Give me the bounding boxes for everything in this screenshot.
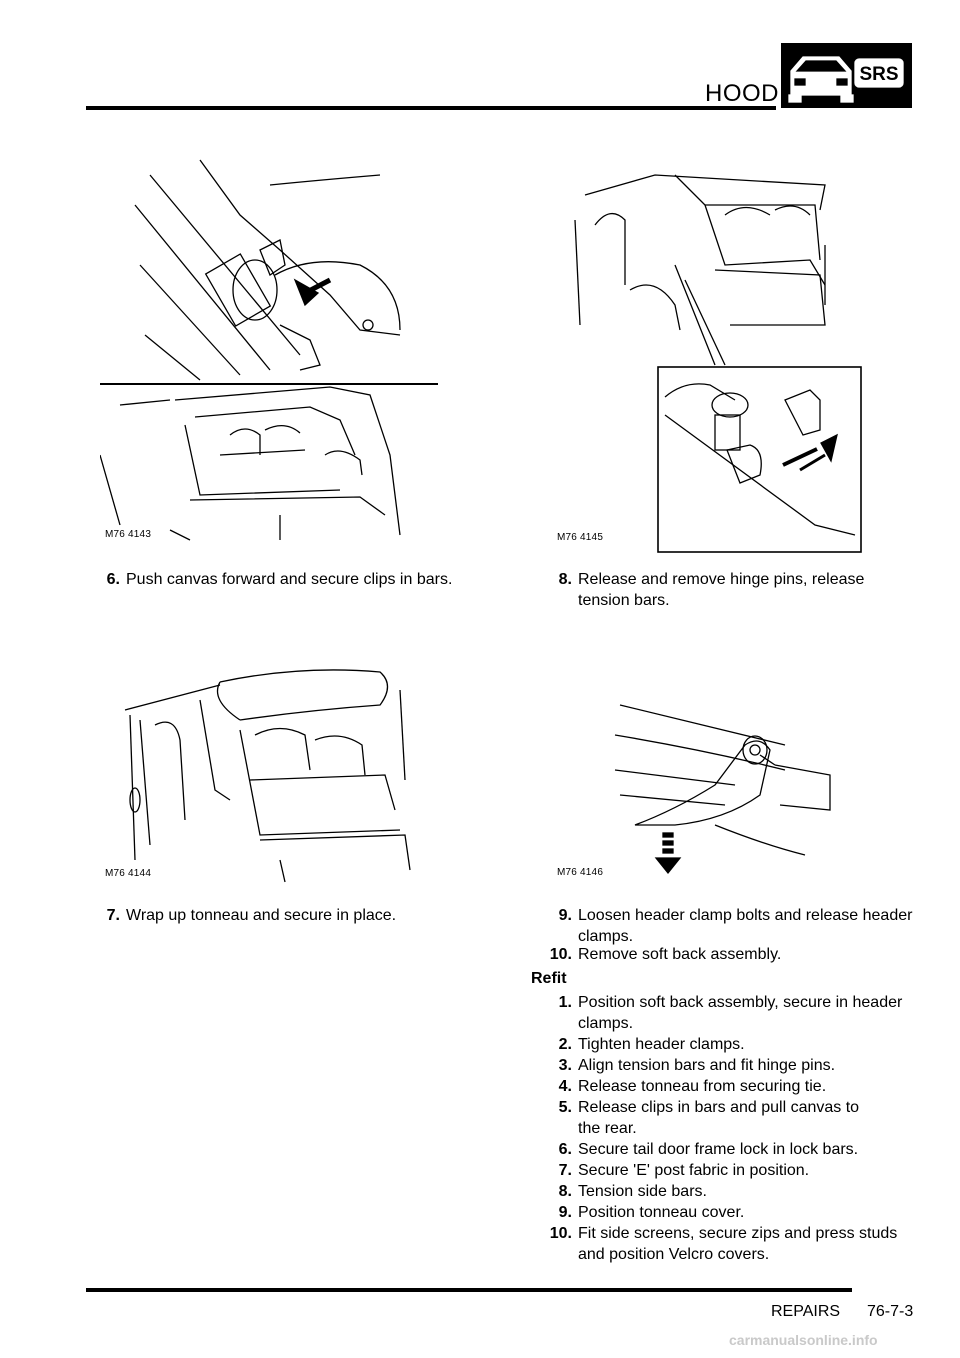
hinge-pin-illustration [574,174,862,553]
step-item: 8. Release and remove hinge pins, releas… [559,569,898,611]
step-text: Position tonneau cover. [578,1204,745,1221]
footer-rule [86,1288,852,1292]
canvas-clip-illustration [99,159,438,541]
figure-label: M76 4145 [557,532,604,543]
step-number: 2. [558,1036,572,1053]
srs-badge-text: SRS [859,64,898,85]
refit-step: 3. Align tension bars and fit hinge pins… [559,1055,918,1076]
step-number: 5. [558,1099,572,1116]
step-text: Secure 'E' post fabric in position. [578,1162,810,1179]
step-text: Remove soft back assembly. [578,946,782,963]
step-text: Secure tail door frame lock in lock bars… [578,1141,859,1158]
step-number: 10. [549,946,572,963]
page-number: 76-7-3 [866,1303,914,1320]
header-rule [86,106,776,110]
refit-step: 5. Release clips in bars and pull canvas… [559,1097,878,1139]
step-text: Align tension bars and fit hinge pins. [578,1057,836,1074]
figure-m76-4145: M76 4145 [555,165,870,555]
step-number: 6. [106,571,120,588]
step-number: 6. [558,1141,572,1158]
step-number: 9. [558,907,572,924]
refit-step: 6. Secure tail door frame lock in lock b… [559,1139,918,1160]
page-footer: REPAIRS 76-7-3 [771,1303,913,1321]
refit-step: 10. Fit side screens, secure zips and pr… [550,1223,918,1265]
section-title: HOOD [705,80,779,107]
step-item: 7. Wrap up tonneau and secure in place. [107,905,486,926]
refit-step: 7. Secure 'E' post fabric in position. [559,1160,918,1181]
step-text: Wrap up tonneau and secure in place. [126,907,397,924]
step-number: 9. [558,1204,572,1221]
step-text: Tighten header clamps. [578,1036,745,1053]
refit-heading: Refit [531,970,567,987]
watermark: carmanualsonline.info [729,1332,878,1348]
refit-step: 4. Release tonneau from securing tie. [559,1076,918,1097]
refit-step: 2. Tighten header clamps. [559,1034,918,1055]
step-number: 7. [558,1162,572,1179]
step-text: Release clips in bars and pull canvas to… [578,1099,860,1137]
figure-m76-4144: M76 4144 [100,660,420,885]
refit-step: 9. Position tonneau cover. [559,1202,918,1223]
figure-m76-4146: M76 4146 [555,695,855,878]
tonneau-wrapped-illustration [124,669,411,883]
step-number: 8. [558,571,572,588]
step-text: Position soft back assembly, secure in h… [578,994,903,1032]
figure-label: M76 4143 [105,529,152,540]
step-number: 3. [558,1057,572,1074]
step-item: 9. Loosen header clamp bolts and release… [559,905,918,947]
step-text: Push canvas forward and secure clips in … [126,571,453,588]
step-number: 1. [558,994,572,1011]
step-item: 6. Push canvas forward and secure clips … [107,569,486,590]
figure-label: M76 4146 [557,867,604,878]
figure-m76-4143: M76 4143 [99,155,440,545]
step-text: Tension side bars. [578,1183,707,1200]
car-front-icon: SRS [788,56,904,103]
step-number: 7. [106,907,120,924]
step-item: 10. Remove soft back assembly. [550,944,918,965]
footer-section: REPAIRS [771,1303,841,1320]
step-text: Fit side screens, secure zips and press … [578,1225,898,1263]
step-text: Loosen header clamp bolts and release he… [578,907,913,945]
srs-logo: SRS [781,43,912,108]
header-clamp-illustration [614,704,831,875]
refit-step: 1. Position soft back assembly, secure i… [559,992,918,1034]
step-number: 10. [549,1225,572,1242]
step-number: 4. [558,1078,572,1095]
refit-step: 8. Tension side bars. [559,1181,918,1202]
step-number: 8. [558,1183,572,1200]
step-text: Release and remove hinge pins, release t… [578,571,865,609]
figure-label: M76 4144 [105,868,152,879]
step-text: Release tonneau from securing tie. [578,1078,827,1095]
